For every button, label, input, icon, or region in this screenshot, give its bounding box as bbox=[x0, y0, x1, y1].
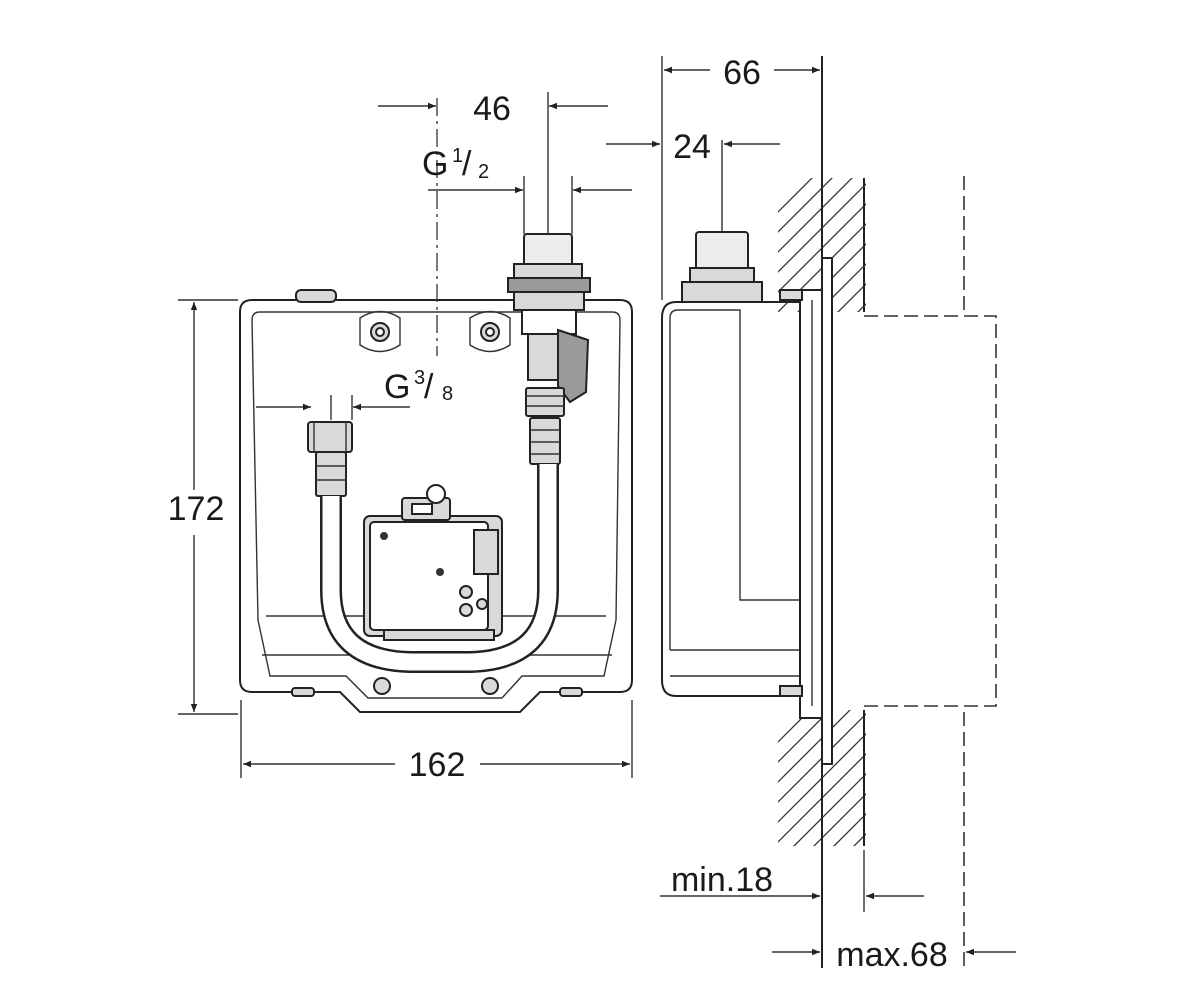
inlet-fitting bbox=[507, 233, 591, 465]
svg-text:1: 1 bbox=[452, 145, 463, 167]
svg-text:8: 8 bbox=[442, 383, 453, 405]
housing-inner bbox=[251, 311, 621, 699]
dim-172: 172 bbox=[168, 299, 238, 715]
dim-46: 46 bbox=[378, 90, 608, 128]
mount-eye-right bbox=[469, 310, 511, 353]
bottom-screw-right bbox=[481, 677, 499, 695]
wall-section-bottom bbox=[778, 710, 866, 846]
svg-text:G: G bbox=[384, 368, 410, 406]
wall-section-top bbox=[778, 178, 866, 312]
mount-eye-left bbox=[359, 310, 401, 353]
dim-min18-label: min.18 bbox=[671, 861, 773, 899]
side-box bbox=[661, 301, 801, 697]
mounting-flange bbox=[799, 289, 823, 719]
svg-text:G: G bbox=[422, 145, 448, 183]
side-view bbox=[661, 56, 997, 968]
dim-162-label: 162 bbox=[409, 746, 466, 784]
max-outline bbox=[864, 315, 997, 707]
dim-66-label: 66 bbox=[723, 54, 761, 92]
dim-max68: max.68 bbox=[772, 936, 1016, 974]
dim-24: 24 bbox=[606, 128, 780, 166]
dim-24-label: 24 bbox=[673, 128, 711, 166]
bottom-screw-left bbox=[373, 677, 391, 695]
dim-46-label: 46 bbox=[473, 90, 511, 128]
housing-outline bbox=[239, 299, 633, 713]
dim-min18: min.18 bbox=[660, 850, 924, 912]
svg-text:2: 2 bbox=[478, 161, 489, 183]
front-view bbox=[239, 92, 633, 713]
dim-g-three-eighths: G 3 / 8 bbox=[256, 367, 453, 411]
svg-text:3: 3 bbox=[414, 367, 425, 389]
control-module bbox=[363, 484, 503, 641]
svg-text:/: / bbox=[424, 368, 434, 406]
dim-162: 162 bbox=[240, 700, 633, 784]
svg-text:/: / bbox=[462, 145, 472, 183]
top-tab bbox=[295, 289, 337, 303]
dim-max68-label: max.68 bbox=[836, 936, 948, 974]
outlet-fitting bbox=[307, 421, 353, 497]
dim-172-label: 172 bbox=[168, 490, 225, 528]
dim-g-half: G 1 / 2 bbox=[422, 145, 632, 194]
dim-66: 66 bbox=[661, 54, 820, 300]
